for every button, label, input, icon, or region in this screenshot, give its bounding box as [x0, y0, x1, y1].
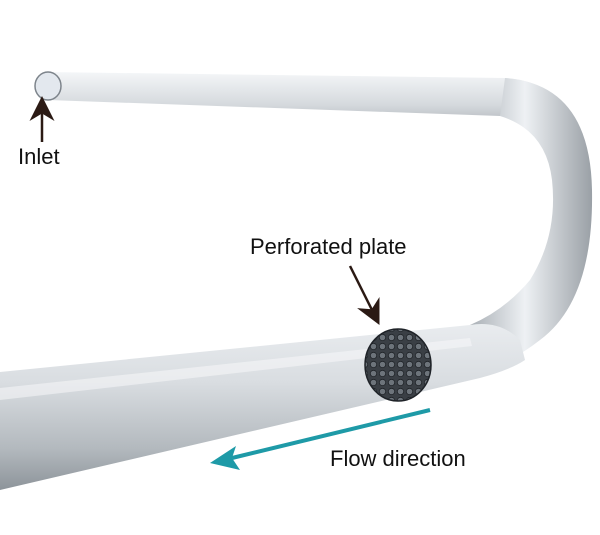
lower-pipe-highlight [0, 338, 472, 400]
flow-direction-arrowhead [210, 446, 240, 470]
plate-pointer-arrow [348, 265, 380, 325]
flow-direction-arrow [231, 408, 431, 460]
flow-direction-label: Flow direction [330, 446, 466, 471]
inlet-label: Inlet [18, 144, 60, 169]
perforated-plate-label: Perforated plate [250, 234, 407, 259]
inlet-opening [34, 71, 62, 101]
pipe-bend [470, 78, 593, 372]
perforated-plate [364, 328, 432, 402]
upper-pipe [46, 72, 566, 138]
